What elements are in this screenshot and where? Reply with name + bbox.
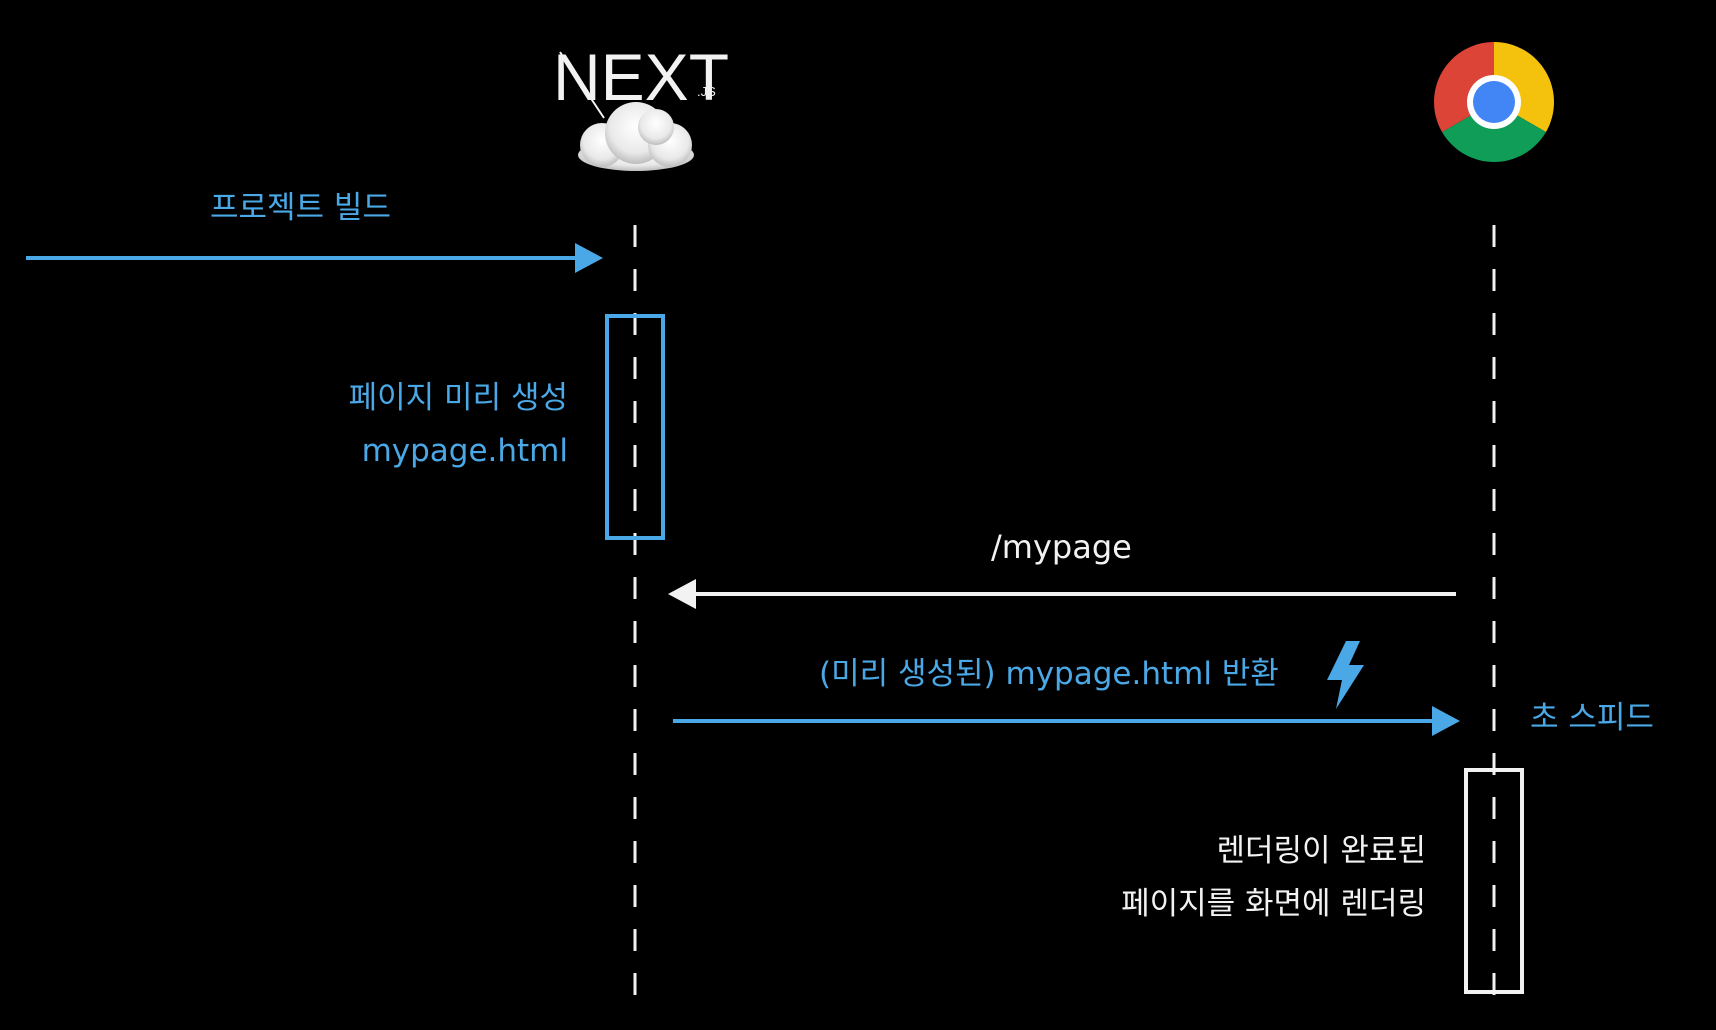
- browser-activation-box: [1464, 768, 1524, 994]
- pregenerate-label-line2: mypage.html: [361, 433, 568, 469]
- nextjs-logo-main: NEXT: [553, 40, 729, 114]
- cloud-icon: [578, 102, 694, 171]
- build-arrow: [26, 243, 603, 273]
- speed-label: 초 스피드: [1530, 700, 1654, 736]
- build-label: 프로젝트 빌드: [210, 190, 391, 226]
- response-label: (미리 생성된) mypage.html 반환: [819, 656, 1279, 692]
- chrome-icon: [1434, 42, 1554, 162]
- response-arrow: [673, 706, 1460, 736]
- request-label: /mypage: [991, 528, 1132, 566]
- render-label-line1: 렌더링이 완료된: [1216, 833, 1427, 869]
- server-activation-box: [605, 314, 665, 540]
- nextjs-logo-suffix: .JS: [697, 84, 716, 99]
- lightning-icon: [1327, 641, 1364, 709]
- request-arrow: [668, 579, 1456, 609]
- nextjs-logo: NEXT .JS: [553, 40, 729, 119]
- render-label-line2: 페이지를 화면에 렌더링: [1121, 886, 1426, 922]
- pregenerate-label-line1: 페이지 미리 생성: [348, 380, 568, 416]
